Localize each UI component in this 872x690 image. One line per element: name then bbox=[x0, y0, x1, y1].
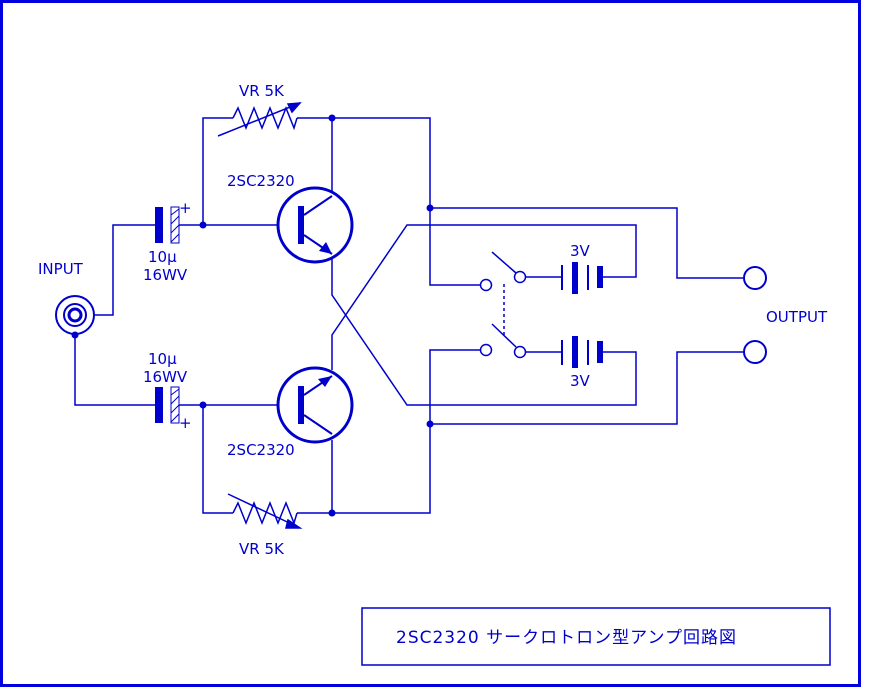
battery-bottom-label: 3V bbox=[570, 372, 591, 390]
wire-input-top bbox=[95, 224, 155, 316]
cap-bottom-plus-label: + bbox=[179, 414, 192, 432]
cap-top-voltage-label: 16WV bbox=[143, 266, 188, 284]
wire-output-bottom bbox=[430, 351, 743, 425]
wire-output-top bbox=[430, 207, 743, 279]
capacitor-bottom bbox=[155, 386, 180, 424]
battery-top bbox=[561, 262, 603, 294]
output-terminals bbox=[743, 266, 767, 364]
wire-vr-top-right bbox=[297, 117, 480, 286]
cap-bottom-value-label: 10μ bbox=[148, 350, 177, 368]
wire-input-bottom bbox=[74, 335, 155, 406]
cap-bottom-voltage-label: 16WV bbox=[143, 368, 188, 386]
variable-resistor-bottom bbox=[227, 493, 303, 529]
transistor-top-label: 2SC2320 bbox=[227, 172, 295, 190]
ganged-switch bbox=[479, 251, 527, 359]
cap-top-plus-label: + bbox=[179, 199, 192, 217]
wire-q1-emitter-cross bbox=[331, 253, 637, 406]
wire-vr-bottom-left bbox=[202, 405, 233, 514]
transistor-top bbox=[276, 186, 354, 264]
transistor-bottom-label: 2SC2320 bbox=[227, 441, 295, 459]
output-terminal-bottom bbox=[743, 340, 767, 364]
output-terminal-top bbox=[743, 266, 767, 290]
title-box bbox=[361, 607, 831, 666]
capacitor-top bbox=[155, 206, 180, 244]
battery-top-label: 3V bbox=[570, 242, 591, 260]
wires bbox=[74, 117, 743, 514]
vr-bottom-label: VR 5K bbox=[239, 540, 285, 558]
wire-vr-bottom-right bbox=[297, 349, 480, 514]
wire-q2-emitter-cross bbox=[331, 224, 637, 370]
input-jack bbox=[55, 295, 95, 335]
cap-top-value-label: 10μ bbox=[148, 248, 177, 266]
wire-vr-top-left bbox=[202, 117, 233, 225]
diagram-title: 2SC2320 サークロトロン型アンプ回路図 bbox=[396, 628, 737, 648]
vr-top-label: VR 5K bbox=[239, 82, 285, 100]
output-label: OUTPUT bbox=[766, 308, 828, 326]
variable-resistor-top bbox=[217, 102, 302, 137]
input-label: INPUT bbox=[38, 260, 84, 278]
transistor-bottom bbox=[276, 366, 354, 444]
battery-bottom bbox=[561, 336, 603, 368]
